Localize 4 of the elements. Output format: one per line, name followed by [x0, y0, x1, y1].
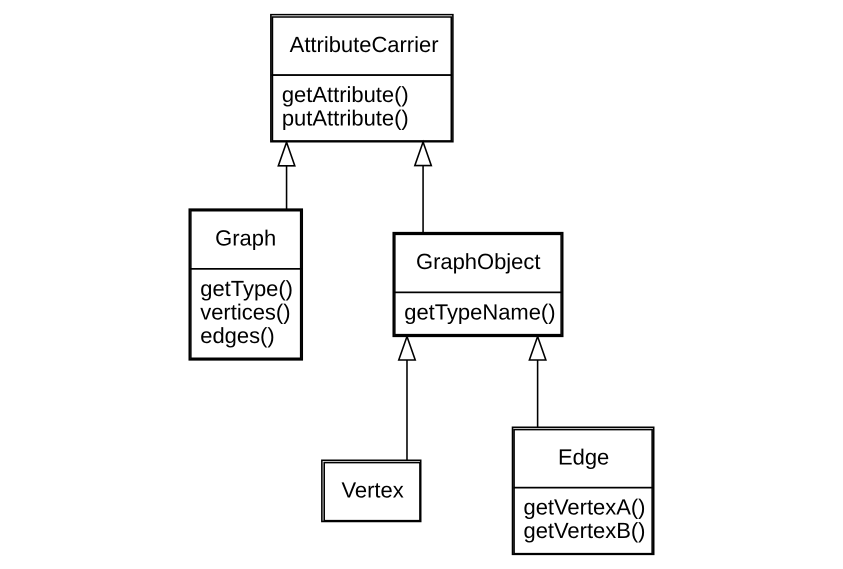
- arrow: [528, 334, 547, 428]
- arrow: [398, 334, 416, 460]
- arrow: [277, 140, 296, 209]
- arrow: [414, 140, 432, 232]
